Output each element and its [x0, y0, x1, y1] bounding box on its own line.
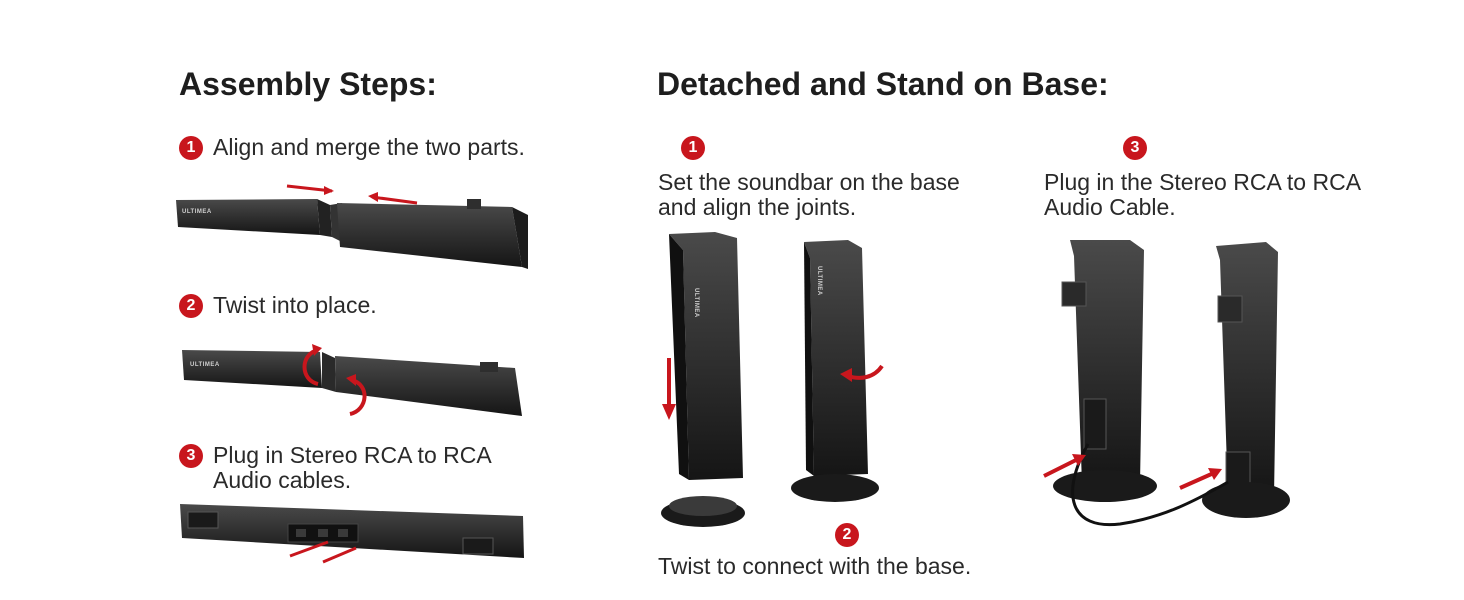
step-1-badge: 1 — [179, 136, 203, 160]
detach-step-1-badge: 1 — [681, 136, 705, 160]
detach-step-2-text: Twist to connect with the base. — [658, 553, 972, 579]
brand-label: ULTIMEA — [182, 209, 212, 215]
step-2-badge: 2 — [179, 294, 203, 318]
detach-step-1-line1: Set the soundbar on the base — [658, 169, 960, 195]
detach-step-2-badge: 2 — [835, 523, 859, 547]
detach-step-1-line2: and align the joints. — [658, 194, 857, 220]
step-3-text-line2: Audio cables. — [213, 467, 352, 493]
tower-placing-illustration: ULTIMEA — [661, 232, 745, 527]
detach-step-3-line2: Audio Cable. — [1044, 194, 1176, 220]
step-3-badge: 3 — [179, 444, 203, 468]
soundbar-twist-illustration: ULTIMEA — [182, 344, 522, 416]
assembly-steps-heading: Assembly Steps: — [179, 66, 437, 102]
detached-stand-heading: Detached and Stand on Base: — [657, 66, 1109, 102]
step-1-text: Align and merge the two parts. — [213, 134, 525, 160]
soundbar-merge-illustration: ULTIMEA — [176, 184, 528, 269]
tower-twisting-illustration: ULTIMEA — [791, 240, 884, 502]
detach-step-3-line1: Plug in the Stereo RCA to RCA — [1044, 169, 1362, 195]
brand-label-3: ULTIMEA — [693, 288, 699, 318]
soundbar-rear-illustration — [180, 504, 524, 564]
step-2-text: Twist into place. — [213, 292, 377, 318]
step-3-text-line1: Plug in Stereo RCA to RCA — [213, 442, 492, 468]
detach-step-3-badge: 3 — [1123, 136, 1147, 160]
brand-label-4: ULTIMEA — [816, 266, 822, 296]
brand-label-2: ULTIMEA — [190, 362, 220, 368]
towers-cable-illustration — [1043, 240, 1290, 527]
